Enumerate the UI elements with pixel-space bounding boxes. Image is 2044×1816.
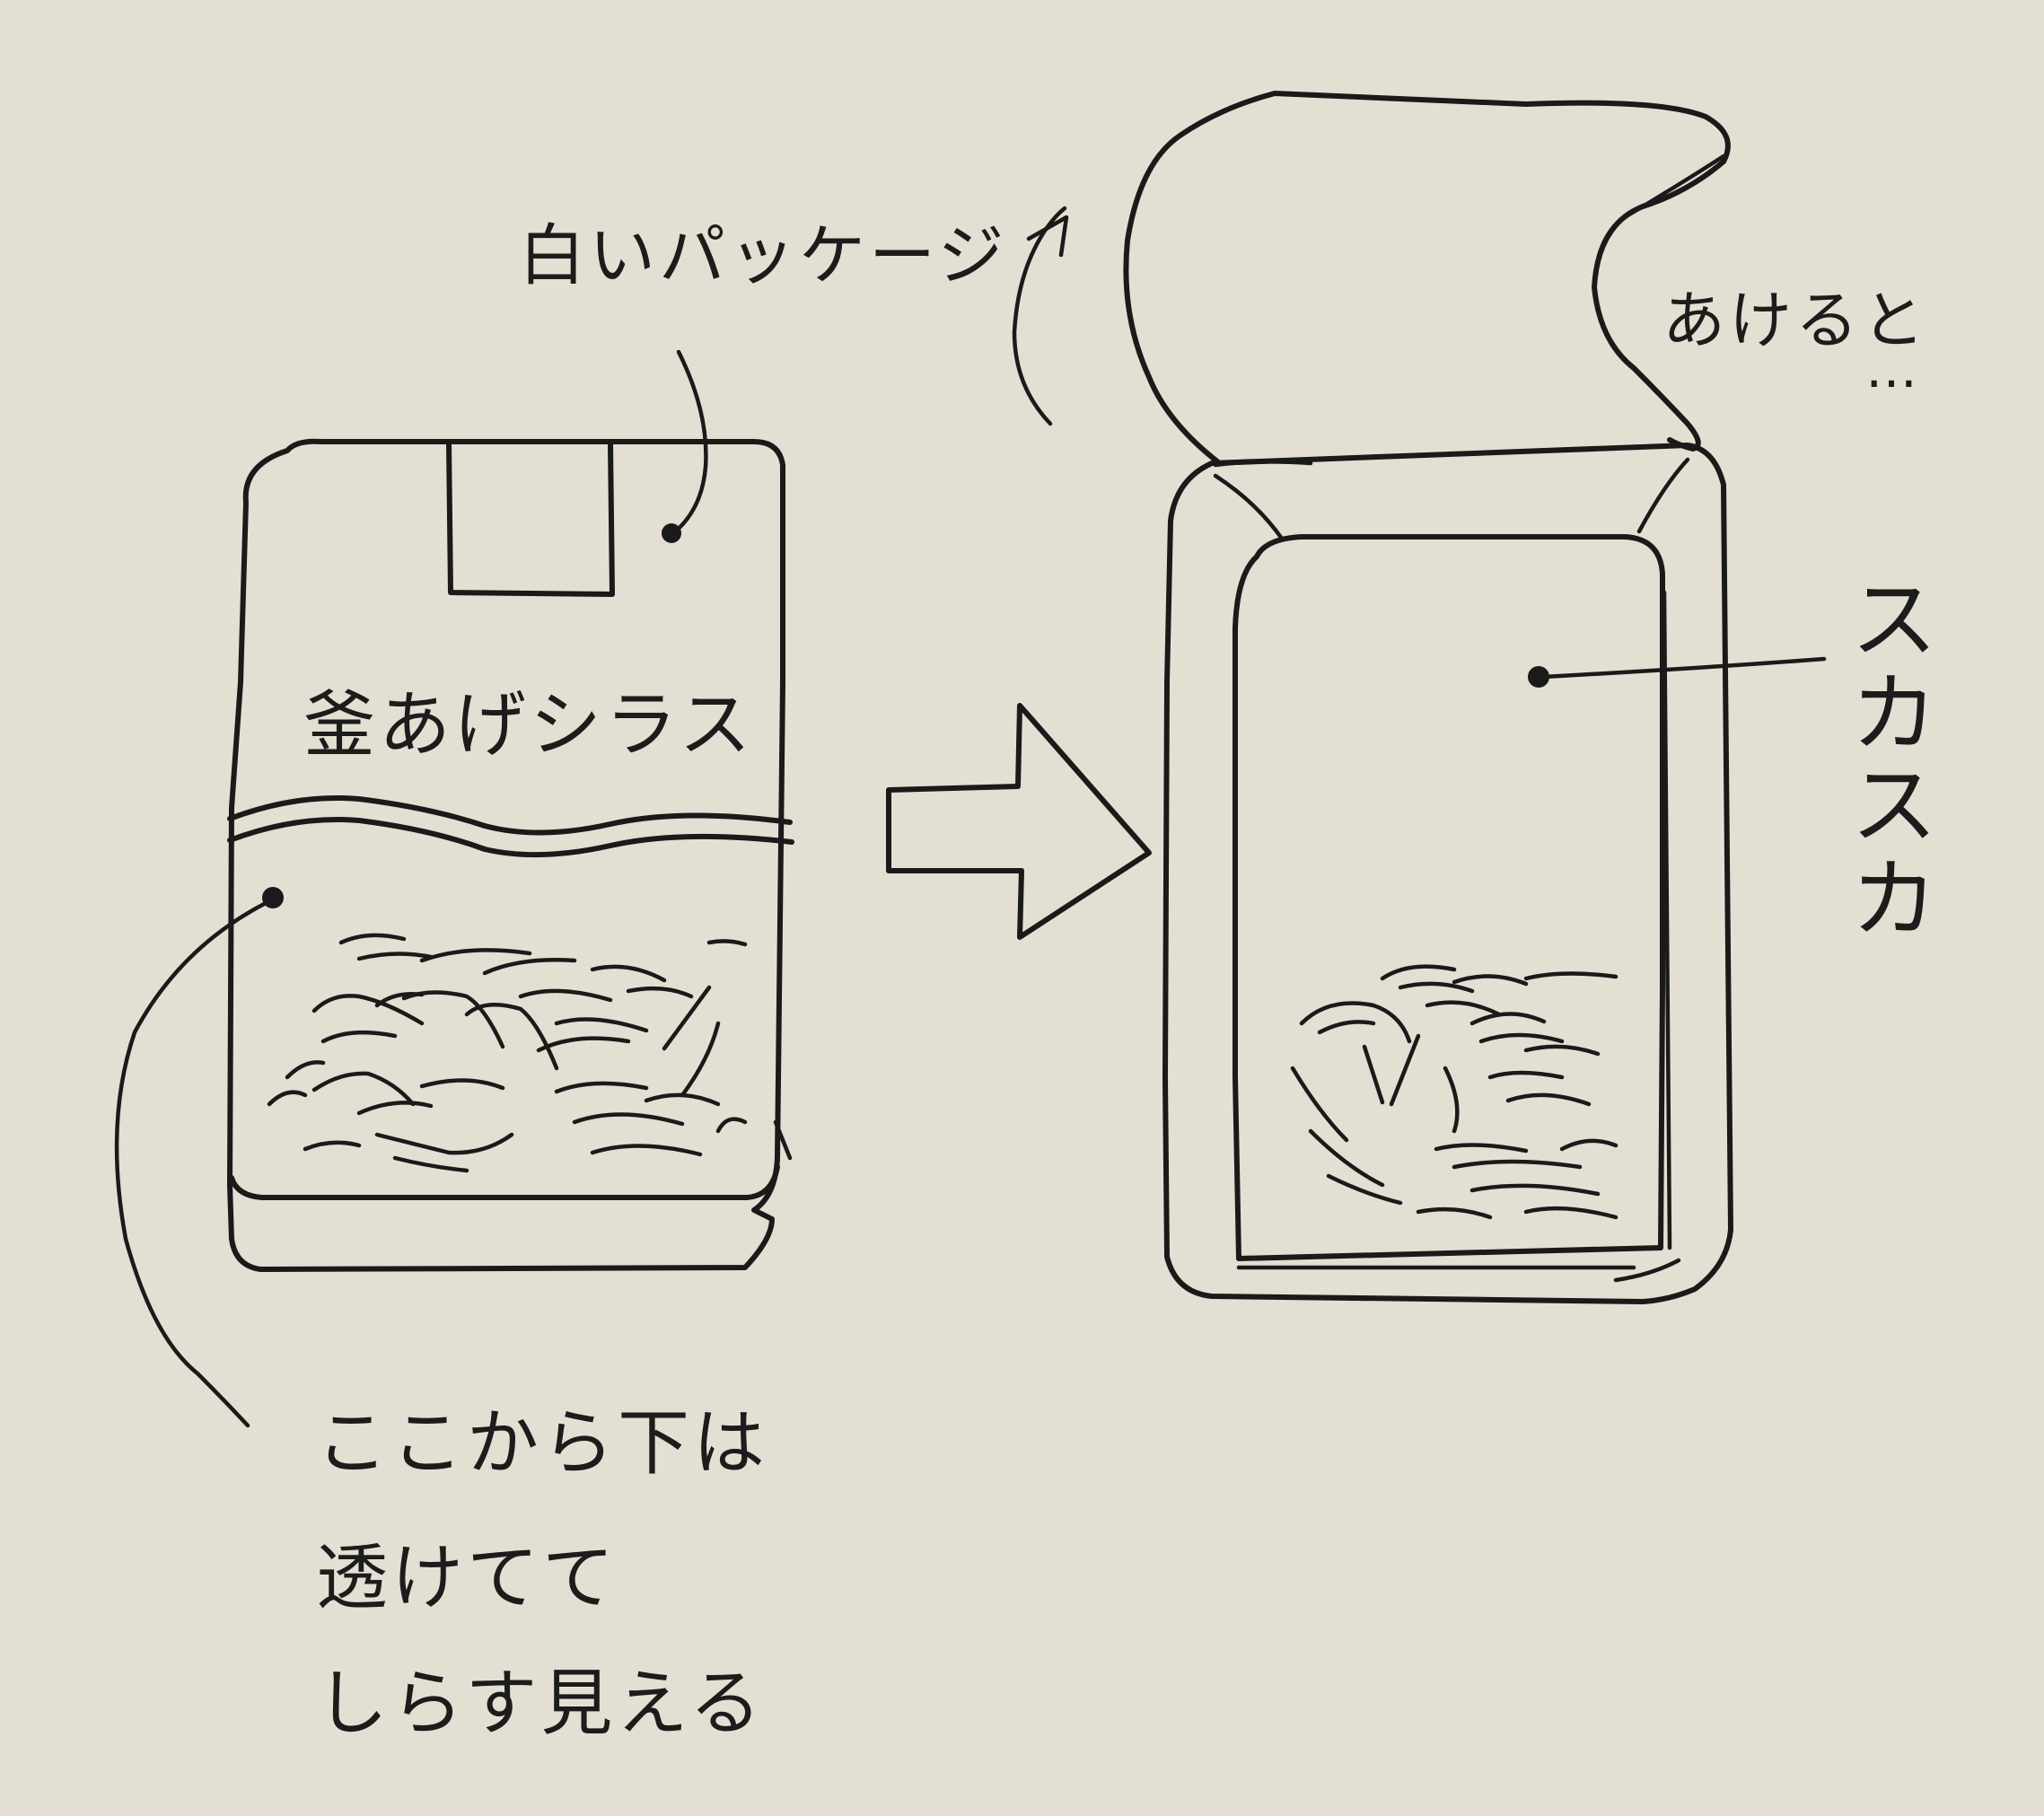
opened-package <box>1123 91 1733 1304</box>
opened-package-outline <box>1162 443 1733 1304</box>
white-package-leader <box>662 349 708 543</box>
hang-tab <box>446 441 615 597</box>
see-through-leader <box>114 887 284 1428</box>
when-opened-label: あけると <box>1662 284 1928 357</box>
right-arrow-icon <box>886 703 1152 940</box>
see-through-label-line-1: ここから下は <box>316 1401 768 1485</box>
see-through-label-line-2: 透けてて <box>316 1536 618 1619</box>
bag-rim-top <box>1213 460 1313 468</box>
ellipsis-label: … <box>1865 338 1917 399</box>
bag-corner-right <box>1636 457 1690 534</box>
right-edge-tick <box>773 1119 793 1161</box>
closed-package <box>227 438 794 1272</box>
empty-label: スカスカ <box>1851 570 1937 951</box>
flap-fold <box>1622 154 1726 220</box>
empty-leader <box>1528 656 1827 688</box>
shirasu-pile-left <box>267 933 748 1173</box>
product-name-label: 釜あげシラス <box>303 683 755 767</box>
white-package-label: 白いパッケージ <box>519 217 1008 294</box>
bag-corner-left <box>1213 473 1285 541</box>
inner-tray-outline <box>1233 534 1665 1261</box>
closed-package-bottom-seam <box>229 1164 780 1200</box>
see-through-label-line-3: しらす見える <box>316 1662 765 1745</box>
inner-tray-right-shadow <box>1662 590 1672 1250</box>
curved-arrow-up-icon <box>1012 206 1069 426</box>
closed-package-outline <box>227 438 785 1272</box>
window-edge-lower <box>227 816 794 858</box>
lifted-flap <box>1123 91 1731 464</box>
shirasu-pile-right <box>1290 964 1619 1220</box>
bag-bottom-swish <box>1613 1258 1681 1283</box>
window-edge-upper <box>227 794 793 836</box>
